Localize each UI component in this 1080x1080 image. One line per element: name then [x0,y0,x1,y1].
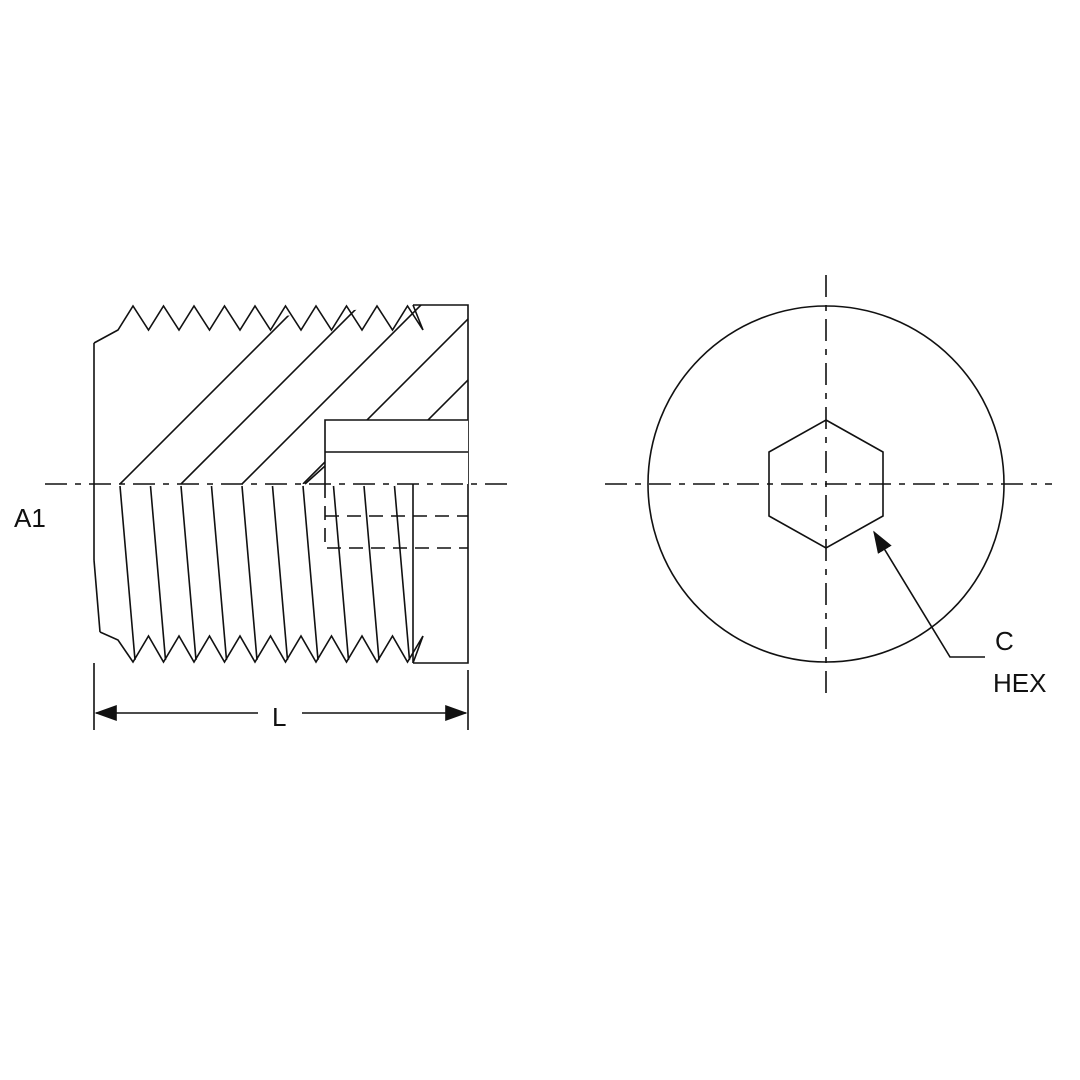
thread-line [241,485,258,661]
side-view: A1 L [14,264,1011,732]
hatch-line [547,264,767,484]
thread-line [149,485,167,661]
thread-line [271,485,289,661]
diameter-label: A1 [14,503,46,533]
hatch-line [791,264,1011,484]
hatch-line [730,264,950,484]
left-chamfer [93,559,101,633]
thread-lines [119,485,411,661]
hatch-line [669,264,889,484]
hidden-socket-outline [324,484,468,549]
end-view: C HEX [605,275,1052,700]
thread-line [119,485,136,661]
hatch-line [486,264,706,484]
socket-chamfer [304,465,326,485]
thread-line [332,485,350,661]
section-hatching [119,264,1011,484]
thread-line [210,485,228,661]
hatch-line [180,305,402,484]
hex-leader-arrow [873,530,985,658]
thread-line [180,485,197,661]
thread-line [302,485,319,661]
hex-word-label: HEX [993,668,1046,698]
top-thread-profile [93,304,424,344]
hatch-line [119,305,341,484]
thread-line [363,485,380,661]
hatch-line [608,264,828,484]
thread-line [393,485,411,661]
socket-section [324,419,468,484]
hatch-line [241,305,463,484]
length-label: L [272,702,286,732]
bottom-thread-profile [99,631,424,664]
hex-size-label: C [995,626,1014,656]
